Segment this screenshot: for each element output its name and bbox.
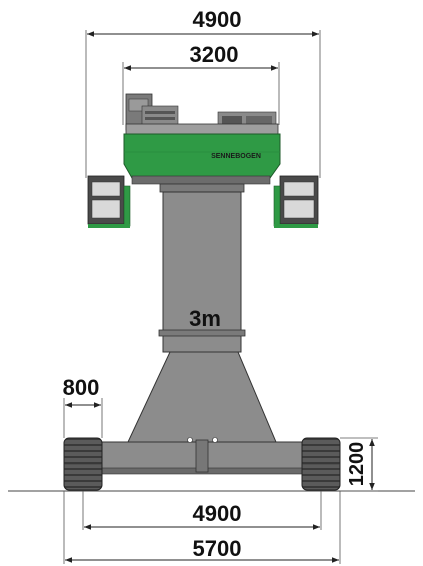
dimension-overall-width: 5700 — [63, 491, 341, 564]
column-height-label: 3m — [189, 306, 221, 331]
left-track — [63, 437, 103, 491]
right-step-platform — [273, 175, 319, 228]
left-step-platform — [87, 175, 131, 228]
right-track — [301, 437, 341, 491]
track-width-label: 800 — [63, 375, 100, 400]
dimension-track-width: 800 — [63, 375, 103, 438]
dimension-track-gauge: 4900 — [82, 491, 322, 530]
dimension-top-width: 4900 — [85, 7, 321, 178]
dimension-height: 1200 — [340, 437, 378, 492]
height-label: 1200 — [346, 442, 368, 487]
upper-carriage: SENNEBOGEN — [123, 93, 281, 185]
overall-width-label: 5700 — [193, 536, 242, 561]
top-width-label: 4900 — [193, 7, 242, 32]
brand-logo-text: SENNEBOGEN — [211, 153, 261, 160]
elevated-column: 3m — [158, 183, 246, 353]
track-gauge-label: 4900 — [193, 501, 242, 526]
upper-width-label: 3200 — [190, 42, 239, 67]
undercarriage-base — [97, 351, 309, 475]
dimension-upper-width: 3200 — [122, 42, 280, 125]
